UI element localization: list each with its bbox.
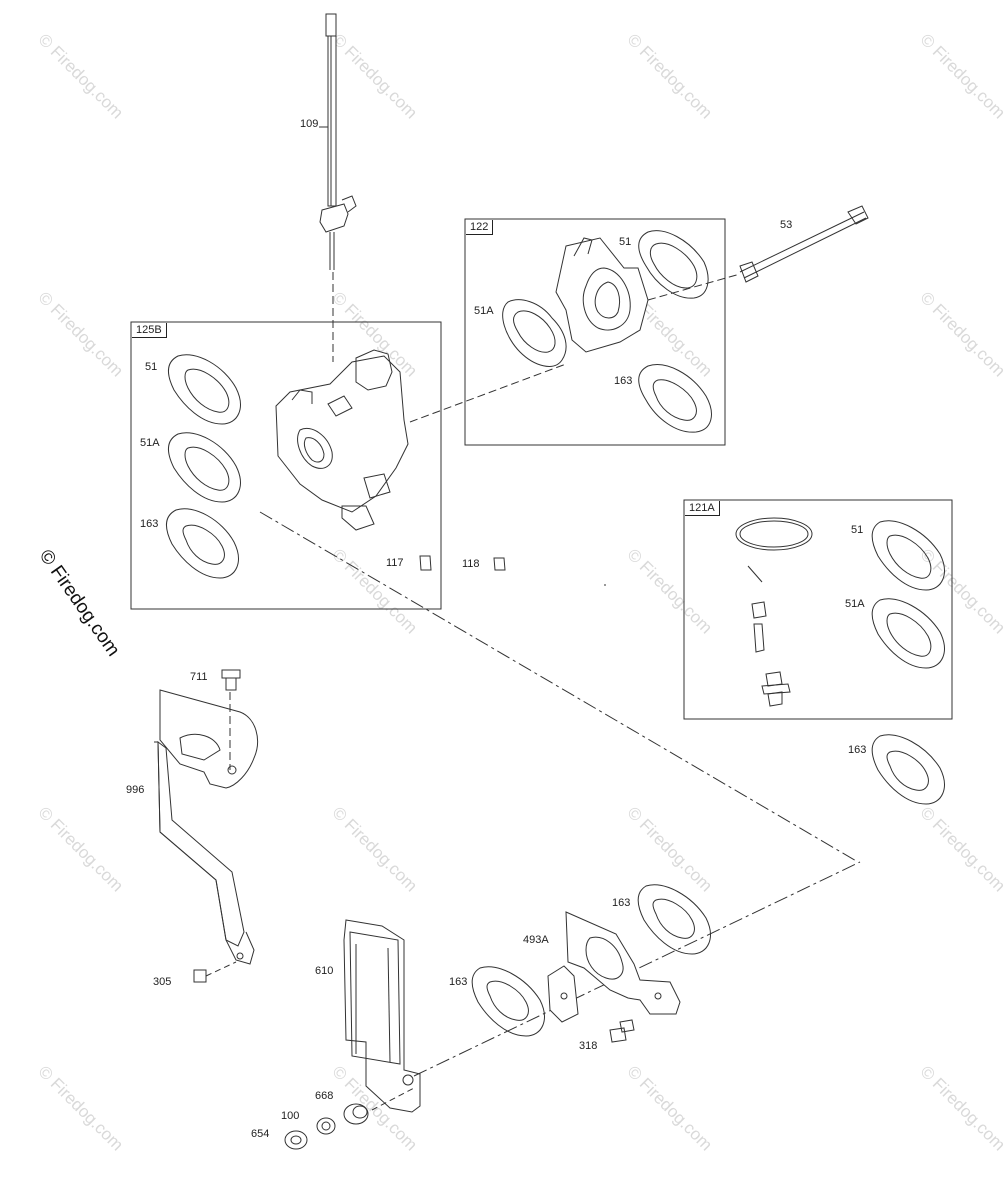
gasket-51a-box125b: [168, 432, 241, 503]
nut-654: [284, 1130, 308, 1150]
washer-100: [316, 1117, 336, 1135]
part-label-163-box125b: 163: [140, 518, 159, 530]
spacer-668: [343, 1103, 369, 1125]
gasket-163-box122: [638, 364, 712, 433]
fitting-118: [493, 557, 506, 571]
gasket-163-box125b: [166, 508, 239, 579]
part-label-654: 654: [251, 1128, 270, 1140]
muffler: [343, 919, 421, 1113]
part-label-711: 711: [190, 671, 208, 683]
heat-shield: [154, 689, 258, 965]
part-label-163-left: 163: [449, 976, 468, 988]
choke-rod-part: [319, 13, 357, 270]
part-label-53: 53: [780, 219, 793, 231]
gasket-51a-box121a: [871, 598, 945, 669]
carburetor-kit-items: [735, 517, 813, 707]
part-label-51a-box125b: 51A: [140, 437, 160, 449]
part-label-51a-box121a: 51A: [845, 598, 865, 610]
part-label-163-loose: 163: [848, 744, 867, 756]
part-label-51-box125b: 51: [145, 361, 158, 373]
box-label-125b: 125B: [132, 323, 167, 338]
part-label-100: 100: [281, 1110, 300, 1122]
carburetor-adapter: [555, 237, 649, 353]
part-label-610: 610: [315, 965, 334, 977]
gasket-51-box121a: [871, 520, 945, 591]
box-label-122: 122: [466, 220, 494, 235]
gasket-163-exhaust-left: [471, 966, 545, 1037]
carburetor: [275, 349, 409, 531]
gasket-51a-box122: [502, 299, 567, 367]
gasket-163-loose: [871, 734, 945, 805]
part-label-51a-box122: 51A: [474, 305, 494, 317]
part-label-118: 118: [462, 558, 480, 570]
part-label-51-box122: 51: [619, 236, 632, 248]
part-label-163-right: 163: [612, 897, 631, 909]
fitting-117: [419, 555, 432, 571]
bolt-318: [609, 1019, 635, 1043]
part-label-318: 318: [579, 1040, 598, 1052]
part-label-996: 996: [126, 784, 145, 796]
part-label-109: 109: [300, 118, 319, 130]
box-label-121a: 121A: [685, 501, 720, 516]
part-label-305: 305: [153, 976, 172, 988]
stud-part: [739, 205, 869, 283]
part-label-668: 668: [315, 1090, 334, 1102]
bolt-305: [193, 961, 237, 983]
gasket-51-box125b: [168, 354, 241, 425]
gasket-51-box122: [638, 230, 709, 299]
exhaust-bracket: [547, 911, 681, 1023]
part-label-51-box121a: 51: [851, 524, 864, 536]
part-label-163-box122: 163: [614, 375, 633, 387]
gasket-163-exhaust-right: [637, 884, 711, 955]
bolt-711: [221, 669, 241, 691]
part-label-493a: 493A: [523, 934, 549, 946]
part-label-117: 117: [386, 557, 404, 569]
